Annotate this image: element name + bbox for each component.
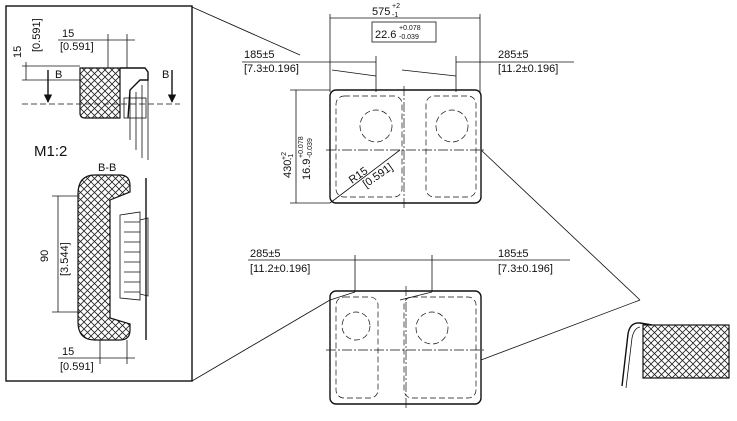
- top-rim-section: B B 15 [0.591] 15 [0.591]: [12, 18, 180, 160]
- height-tol-upper: +2: [281, 152, 288, 160]
- bottom-right-offset-in-label: [7.3±0.196]: [498, 263, 553, 275]
- right-offset-label: 285±5: [498, 49, 529, 61]
- edge-sink-lip-inner: [625, 326, 641, 389]
- rim-height-label: 90: [39, 250, 51, 262]
- connector-top-right: [480, 149, 641, 301]
- height-in-tol-lower: -0.039: [307, 138, 314, 158]
- height-tol-lower: -1: [288, 154, 295, 160]
- left-offset-label: 185±5: [244, 49, 275, 61]
- width-tol-upper: +2: [392, 3, 400, 10]
- rim-section-hatch: [77, 174, 131, 341]
- bottom-width-label: 15: [62, 346, 74, 358]
- bottom-right-offset-label: 185±5: [498, 248, 529, 260]
- top-drain-left: [359, 109, 393, 143]
- width-value: 575: [372, 6, 390, 18]
- radius-in-label: [0.591]: [361, 161, 395, 190]
- bottom-left-offset-label: 285±5: [250, 248, 281, 260]
- top-height-in-label: [0.591]: [31, 18, 43, 52]
- clip-body: [119, 211, 141, 301]
- connector-bottom-right: [480, 299, 641, 361]
- bottom-left-offset-in-label: [11.2±0.196]: [250, 263, 310, 275]
- width-tol-lower: -1: [392, 12, 398, 19]
- top-width-in-label: [0.591]: [60, 41, 94, 53]
- top-height-label: 15: [12, 46, 24, 58]
- width-in-box: [371, 21, 437, 43]
- top-width-label: 15: [62, 28, 74, 40]
- width-in-tol-lower: -0.039: [399, 34, 419, 41]
- bottom-bowl-right: [403, 296, 477, 399]
- connector-bottom: [191, 299, 331, 382]
- top-bowl-right: [425, 95, 477, 198]
- section-mark-right: B: [162, 69, 169, 81]
- bottom-view: 285±5 [11.2±0.196] 185±5 [7.3±0.196]: [248, 248, 570, 410]
- top-bowl-left: [335, 95, 403, 198]
- radius-leader: [329, 149, 401, 204]
- clip-ribs: [124, 221, 140, 293]
- countertop-section-top: [79, 67, 121, 119]
- width-in-tol-upper: +0.078: [399, 25, 421, 32]
- height-in-value: 16.9: [301, 159, 313, 180]
- left-offset-in-label: [7.3±0.196]: [244, 63, 299, 75]
- section-b-b: B-B 90 [3.544] 15 [0.591]: [39, 162, 149, 373]
- rim-height-in-label: [3.544]: [59, 242, 71, 276]
- bottom-outline: [329, 290, 482, 405]
- height-value: 430: [282, 160, 294, 178]
- detail-panel: M1:2 B B 15 [0.591] 15 [0.591]: [5, 5, 193, 382]
- right-offset-leader: [401, 69, 457, 77]
- edge-countertop-hatch: [642, 324, 730, 379]
- bottom-drain-left: [341, 311, 371, 341]
- section-label: B-B: [98, 162, 116, 174]
- top-outline: [329, 89, 482, 204]
- clip-bracket: [139, 217, 149, 297]
- clip-block: [123, 97, 147, 119]
- bottom-leader-right: [399, 291, 433, 301]
- connector-top: [191, 6, 301, 56]
- bottom-width-in-label: [0.591]: [60, 361, 94, 373]
- right-offset-in-label: [11.2±0.196]: [498, 63, 558, 75]
- top-drain-right: [435, 109, 469, 143]
- sink-wall-lines: [129, 80, 149, 160]
- left-offset-leader: [331, 69, 377, 77]
- edge-sink-lip: [621, 322, 653, 387]
- width-in-value: 22.6: [375, 29, 396, 41]
- section-mark-left: B: [55, 69, 62, 81]
- bottom-leader-left: [329, 291, 356, 301]
- top-view: 575 +2 -1 22.6 +0.078 -0.039 185±5 [7.3±…: [242, 3, 574, 208]
- height-in-tol-upper: +0.078: [298, 136, 305, 158]
- scale-label: M1:2: [34, 143, 67, 160]
- detail-frame: [5, 5, 193, 382]
- bottom-drain-right: [415, 311, 449, 345]
- bottom-bowl-left: [335, 296, 379, 399]
- edge-detail: [621, 322, 730, 389]
